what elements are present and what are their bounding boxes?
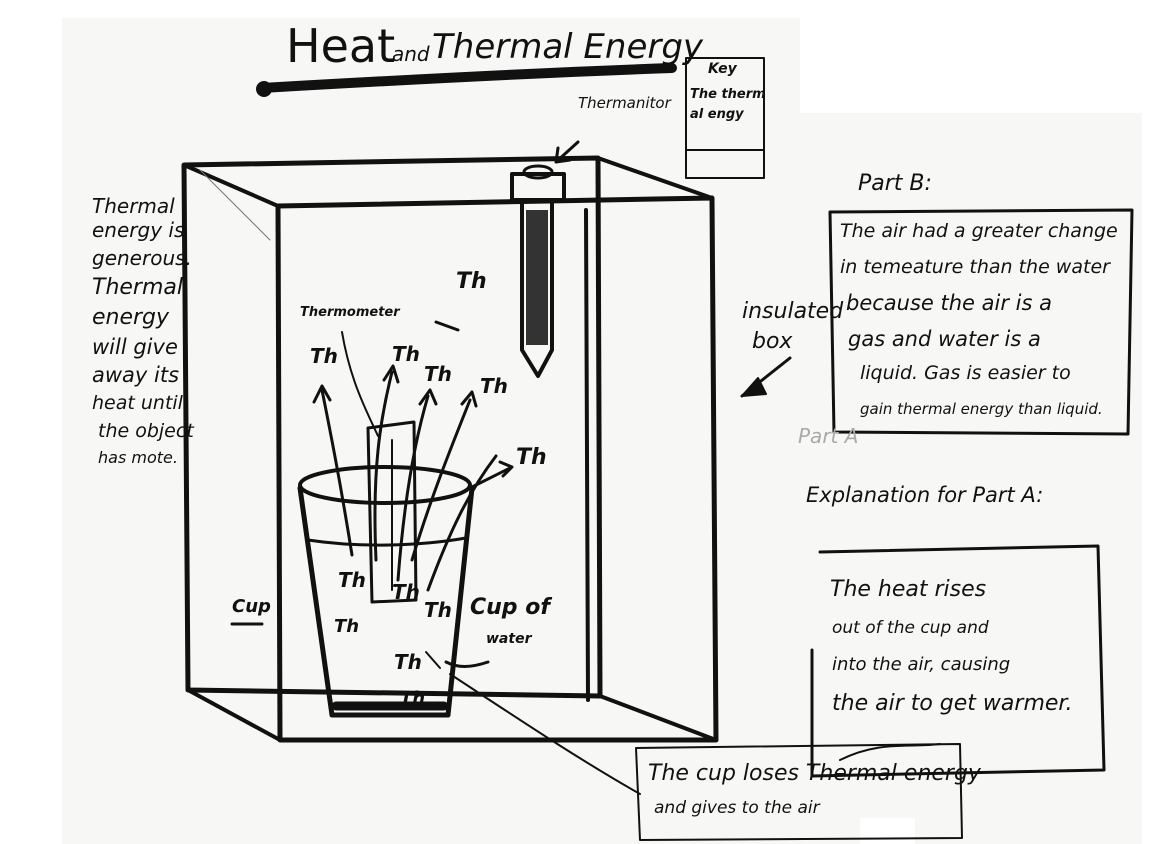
- key-line-2: al engy: [690, 108, 744, 122]
- th-marker: Th: [392, 582, 420, 603]
- th-marker: Th: [480, 376, 508, 397]
- left-note-line-2: energy is: [92, 220, 184, 241]
- part-b-line-4: gas and water is a: [848, 328, 1041, 350]
- part-b-line-3: because the air is a: [846, 292, 1052, 314]
- bottom-note-pointer: [450, 674, 640, 794]
- th-marker: Th: [400, 690, 425, 709]
- bottom-note-box: [636, 744, 962, 840]
- left-note-line-4: Thermal: [92, 276, 183, 299]
- insulated-box-label-2: box: [752, 330, 792, 353]
- title-main: Heat: [286, 22, 395, 70]
- part-a-line-4: the air to get warmer.: [832, 692, 1072, 715]
- part-b-line-2: in temeature than the water: [840, 258, 1110, 278]
- left-note-line-3: generous.: [92, 248, 192, 269]
- left-note-line-10: has mote.: [98, 450, 178, 467]
- cup-label: Cup: [232, 598, 271, 617]
- thermometer-top-label: Thermanitor: [578, 96, 671, 112]
- box-edge-top-left: [184, 165, 278, 206]
- bottom-note-line-1: The cup loses Thermal energy: [648, 762, 981, 785]
- part-b-line-6: gain thermal energy than liquid.: [860, 402, 1103, 418]
- part-a-line-2: out of the cup and: [832, 620, 989, 638]
- part-b-heading: Part B:: [858, 172, 932, 195]
- th-marker: Th: [516, 446, 547, 469]
- box-edge-bottom-right: [600, 696, 716, 740]
- part-a-heading: Explanation for Part A:: [806, 484, 1043, 506]
- th-marker: Th: [310, 346, 338, 367]
- th-marker: Th: [392, 344, 420, 365]
- th-marker: Th: [394, 652, 422, 673]
- left-note-line-1: Thermal: [92, 196, 175, 217]
- th-marker: Th: [424, 364, 452, 385]
- left-note-line-8: heat until: [92, 394, 183, 414]
- cup-rim: [300, 467, 470, 503]
- th-marker: Th: [456, 270, 487, 293]
- bottom-note-line-2: and gives to the air: [654, 800, 820, 818]
- cup-waterline: [308, 538, 466, 545]
- key-line-1: The therm: [690, 88, 766, 102]
- box-faint-edge: [200, 170, 270, 240]
- part-b-line-5: liquid. Gas is easier to: [860, 364, 1071, 384]
- thermometer-label-pointer: [342, 332, 378, 436]
- part-a-box-tail: [840, 744, 940, 760]
- left-note-line-9: the object: [98, 422, 194, 442]
- insulated-box-label: insulated: [742, 300, 843, 323]
- title-underline-dot: [256, 81, 272, 97]
- part-a-faint-label: Part A: [798, 426, 858, 447]
- box-edge-bottom-left: [188, 690, 280, 740]
- title-sub: Thermal Energy: [432, 30, 703, 66]
- left-note-line-5: energy: [92, 306, 169, 329]
- box-inner-line: [586, 210, 588, 700]
- cup-of-water-label-2: water: [486, 632, 531, 647]
- heat-arrow-6: [470, 468, 510, 488]
- part-a-line-3: into the air, causing: [832, 656, 1010, 675]
- cup-of-water-label: Cup of: [470, 596, 550, 619]
- thermometer-inner-label: Thermometer: [300, 306, 400, 320]
- left-note-line-6: will give: [92, 336, 178, 358]
- part-a-line-1: The heat rises: [830, 578, 986, 601]
- part-b-line-1: The air had a greater change: [840, 222, 1118, 242]
- title-and: and: [392, 44, 430, 65]
- small-dash: [436, 322, 458, 330]
- th-marker: Th: [338, 570, 366, 591]
- th-marker: Th: [334, 618, 359, 637]
- thermometer-fill: [526, 210, 548, 345]
- left-note-line-7: away its: [92, 364, 179, 386]
- th-marker: Th: [424, 600, 452, 621]
- key-heading: Key: [708, 62, 737, 77]
